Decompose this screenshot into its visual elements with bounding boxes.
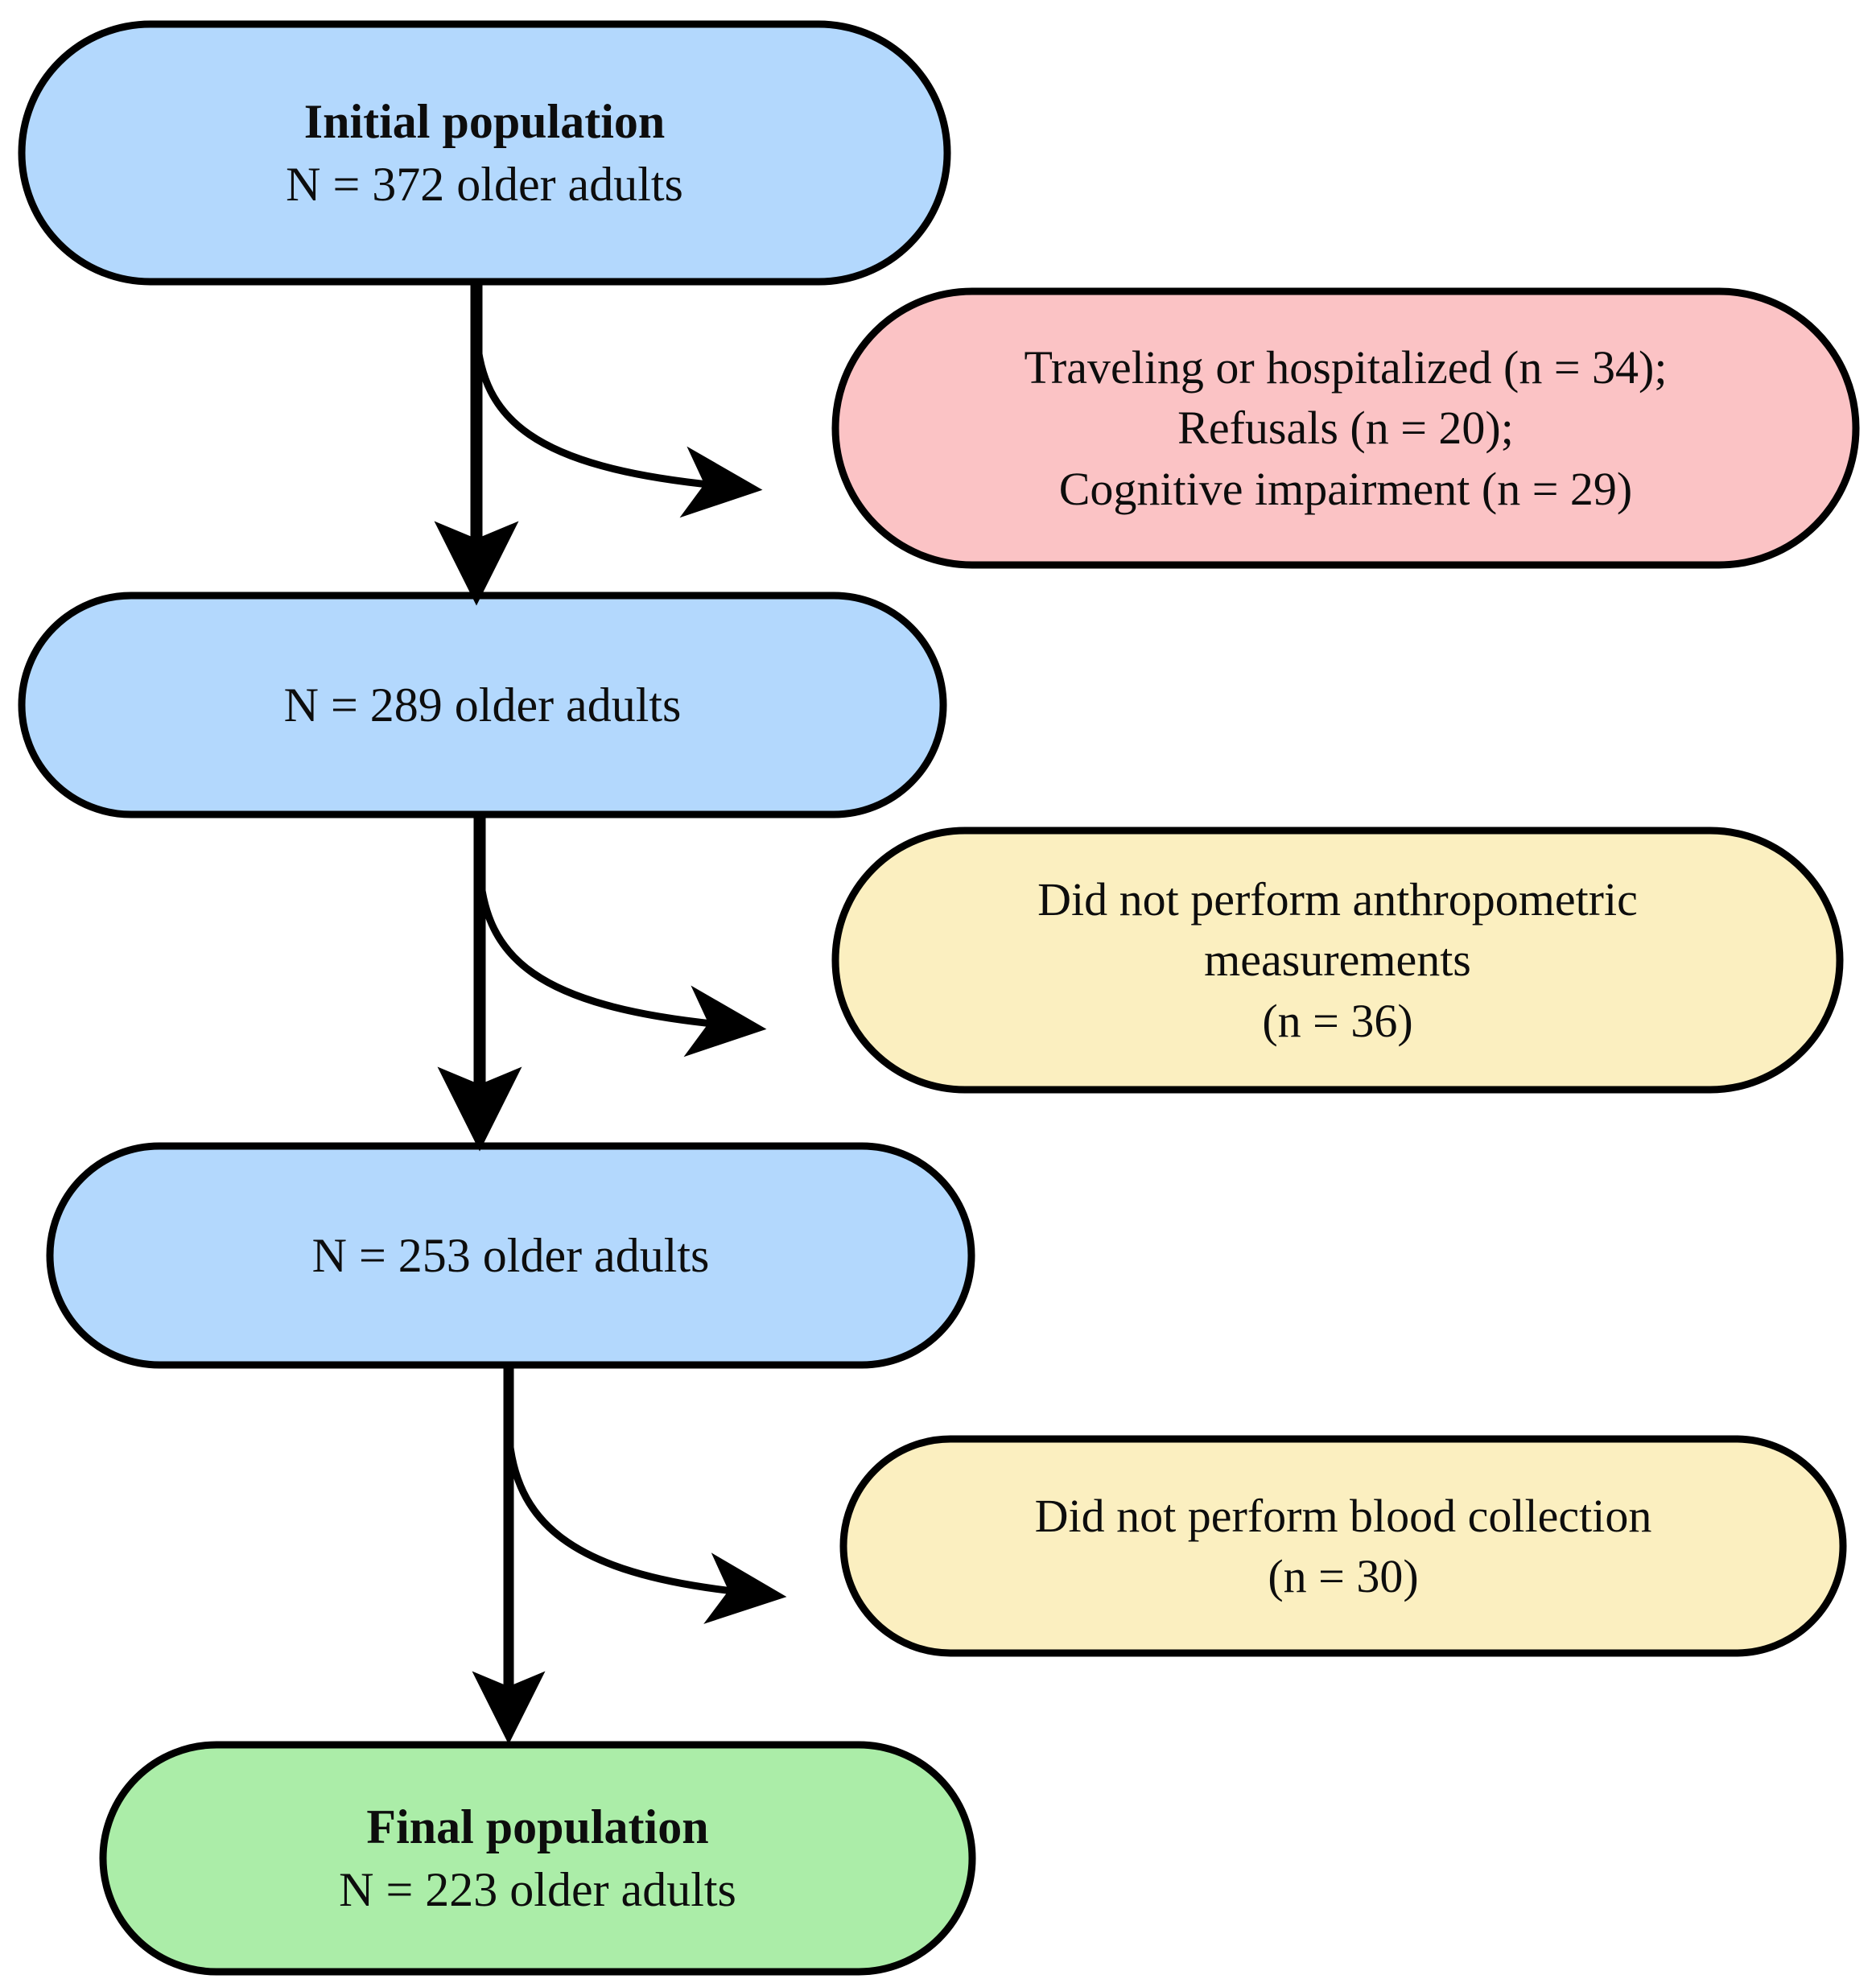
node-shape-final-population bbox=[99, 1741, 976, 1976]
connector-branch-1 bbox=[472, 334, 763, 518]
node-shape-initial-population bbox=[18, 20, 951, 286]
node-shape-stage-2 bbox=[18, 592, 947, 818]
node-shape-exclusion-1 bbox=[831, 287, 1860, 569]
node-shape-exclusion-3 bbox=[839, 1435, 1847, 1657]
connector-branch-2 bbox=[476, 870, 767, 1058]
connector-branch-3 bbox=[505, 1432, 787, 1624]
node-shape-stage-3 bbox=[46, 1142, 975, 1369]
node-shape-exclusion-2 bbox=[831, 827, 1844, 1094]
